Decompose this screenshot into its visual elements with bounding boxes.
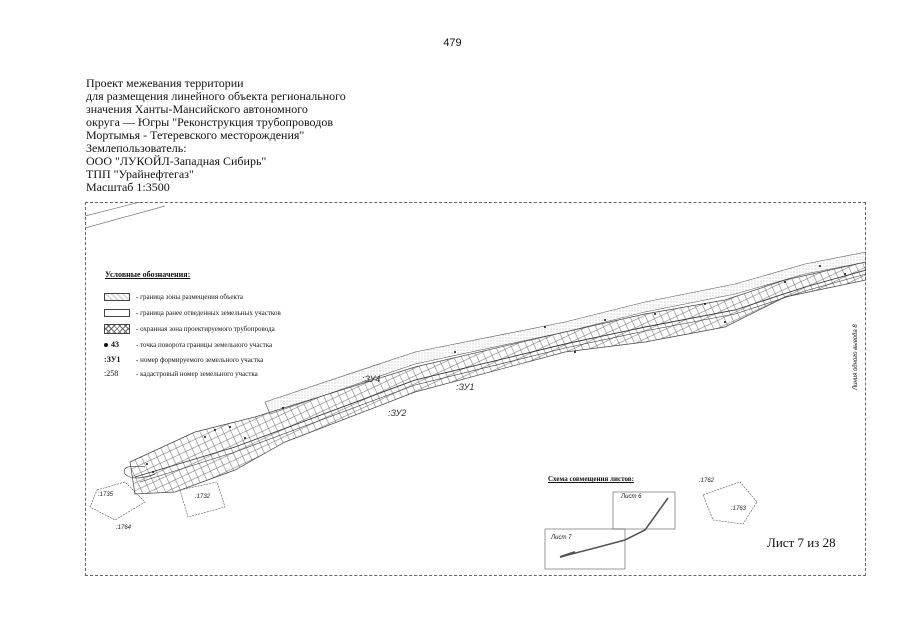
vertical-note: Линия одного вывода 8	[853, 324, 859, 390]
legend-item-zone: - граница зоны размещения объекта	[104, 293, 243, 301]
page-number: 479	[443, 37, 462, 49]
map-frame	[85, 202, 866, 576]
parcel-label: :ЗУ2	[388, 408, 407, 418]
zone-boundary-icon	[104, 293, 130, 301]
header-line: Масштаб 1:3500	[86, 180, 170, 194]
header-line: ТПП "Урайнефтегаз"	[86, 167, 194, 181]
turn-point-icon: 43	[104, 340, 130, 349]
parcel-number-symbol: :ЗУ1	[104, 355, 121, 364]
parcel-label: :ЗУ1	[456, 382, 475, 392]
map-drawing	[85, 202, 866, 570]
legend-item-allotted: - граница ранее отведенных земельных уча…	[104, 309, 281, 317]
sheet-number: Лист 7 из 28	[767, 535, 836, 550]
legend-item-parcel-number: :ЗУ1 - номер формируемого земельного уча…	[104, 355, 263, 364]
legend-title: Условные обозначения:	[105, 270, 191, 279]
legend-text: - граница ранее отведенных земельных уча…	[136, 309, 281, 317]
cadastral-label: :1735	[98, 492, 114, 498]
header-line: Землепользователь:	[86, 141, 187, 155]
legend-text: - охранная зона проектируемого трубопров…	[136, 325, 275, 333]
legend-text: - кадастровый номер земельного участка	[136, 369, 258, 378]
scheme-title: Схема совмещения листов:	[548, 475, 634, 483]
header-line: Проект межевания территории	[86, 76, 244, 90]
cadastral-symbol: :258	[104, 369, 119, 378]
legend-item-turn-point: 43 - точка поворота границы земельного у…	[104, 340, 272, 349]
document-header: Проект межевания территории для размещен…	[86, 77, 346, 194]
header-line: ООО "ЛУКОЙЛ-Западная Сибирь"	[86, 154, 267, 168]
cadastral-label: :1764	[116, 525, 132, 531]
legend-text: - граница зоны размещения объекта	[136, 293, 244, 301]
header-line: для размещения линейного объекта региона…	[86, 89, 346, 103]
scheme-sheet-a: Лист 6	[621, 494, 642, 500]
header-line: Мортымья - Тетеревского месторождения"	[86, 128, 305, 142]
protection-zone-icon	[104, 324, 130, 334]
scheme-sheet-b: Лист 7	[551, 535, 572, 541]
header-line: значения Ханты-Мансийского автономного	[86, 102, 308, 116]
legend-text: - номер формируемого земельного участка	[136, 355, 264, 364]
allotted-plot-icon	[104, 309, 130, 317]
legend-text: - точка поворота границы земельного учас…	[136, 340, 273, 349]
cadastral-label: :1732	[195, 494, 211, 500]
parcel-label: :ЗУ4	[362, 374, 381, 384]
legend-item-cadastral: :258 - кадастровый номер земельного учас…	[104, 369, 258, 378]
cadastral-label: :1763	[731, 506, 747, 512]
cadastral-label: :1762	[699, 478, 715, 484]
legend-item-protection-zone: - охранная зона проектируемого трубопров…	[104, 324, 275, 334]
header-line: округа — Югры "Реконструкция трубопровод…	[86, 115, 333, 129]
